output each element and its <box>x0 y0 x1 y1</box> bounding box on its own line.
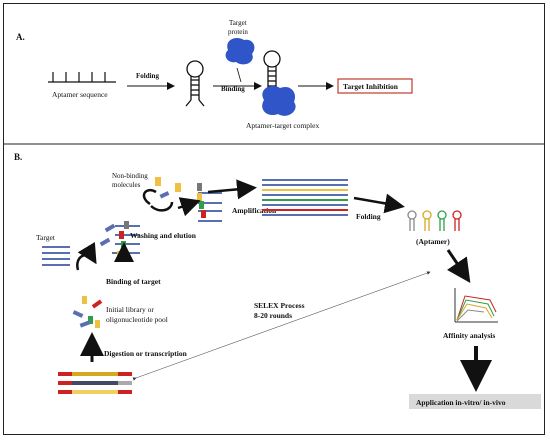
application-box <box>409 394 541 409</box>
amplification-arrow <box>207 179 257 200</box>
aptamer-label: (Aptamer) <box>416 237 450 246</box>
selex-label-1: SELEX Process <box>254 301 305 310</box>
initial-library-molecules <box>72 296 103 328</box>
cycle-arrow-bottom <box>150 201 174 212</box>
target-inhibition-label: Target Inhibition <box>343 82 399 91</box>
wash-to-eluted-arrow <box>177 197 201 217</box>
to-affinity-arrow <box>446 249 471 283</box>
aptamer-target-complex <box>263 50 281 92</box>
cycle-arrow-top <box>142 188 157 206</box>
affinity-chart-icon <box>454 288 498 323</box>
folded-aptamer <box>185 60 205 107</box>
initial-library-label-2: oligonucleotide pool <box>106 315 168 324</box>
non-binding-label-2: molecules <box>112 181 141 189</box>
panel-b-label: B. <box>14 152 22 162</box>
protein-pointer-line <box>236 67 242 83</box>
folding-label-a: Folding <box>136 72 159 80</box>
folding-label-b: Folding <box>356 212 381 221</box>
eluted-strands <box>197 183 222 222</box>
complex-label: Aptamer-target complex <box>246 121 319 130</box>
amplified-pool <box>262 179 348 216</box>
selex-cycle-line <box>132 271 431 381</box>
figure-frame <box>3 3 545 435</box>
non-binding-molecules <box>155 177 181 199</box>
initial-library-label-1: Initial library or <box>106 305 154 314</box>
digestion-label: Digestion or transcription <box>104 349 188 358</box>
target-label: Target <box>36 233 56 242</box>
folding-arrow-b <box>353 193 405 214</box>
panel-a-label: A. <box>16 32 25 42</box>
binding-curve-arrow <box>76 241 97 271</box>
selex-label-2: 8-20 rounds <box>254 311 292 320</box>
target-protein-label-1: Target <box>229 19 247 27</box>
target-strands <box>42 246 70 266</box>
washing-label: Washing and elution <box>130 231 197 240</box>
amplification-label: Amplification <box>232 206 277 215</box>
non-binding-label-1: Non-binding <box>112 172 148 180</box>
binding-of-target-label: Binding of target <box>106 277 161 286</box>
aptamer-hairpins <box>407 210 462 231</box>
dsdna-template <box>58 372 132 394</box>
aptamer-sequence-label: Aptamer sequence <box>52 90 108 99</box>
affinity-label: Affinity analysis <box>443 331 495 340</box>
aptamer-sequence-strand <box>48 72 116 83</box>
target-inhibition-box <box>337 78 413 94</box>
target-protein-label-2: protein <box>228 28 248 36</box>
application-label: Application in-vitro/ in-vivo <box>416 398 506 407</box>
target-protein-blob <box>225 38 255 65</box>
complex-protein-blob <box>262 85 296 116</box>
bound-library <box>99 221 140 259</box>
binding-label: Binding <box>221 85 245 93</box>
